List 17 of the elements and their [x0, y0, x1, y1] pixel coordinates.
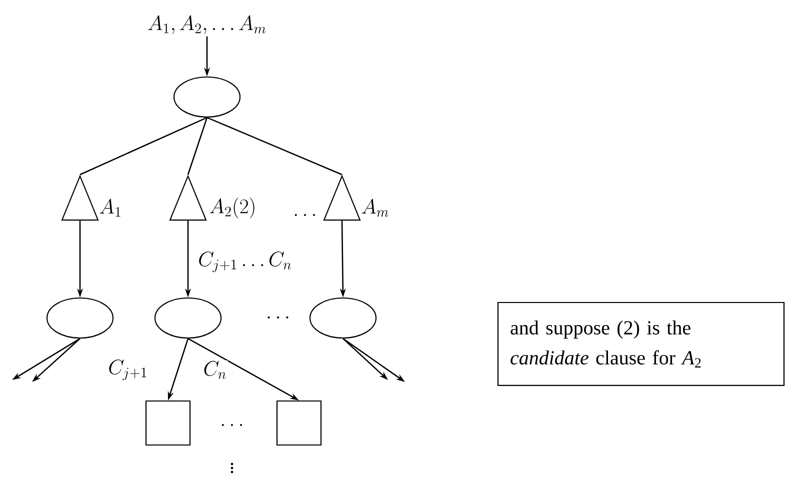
note-box: and suppose (2) is the candidate clause for A$_{2}$ [497, 302, 785, 386]
ellipsis: $\vdots$ [230, 462, 234, 474]
square-node [276, 400, 322, 446]
ellipse-node [154, 297, 222, 339]
formula-label: $A_1,A_2,\ldots A_m$ [148, 15, 266, 34]
ellipse-node [309, 297, 377, 339]
ellipsis: $\cdots$ [268, 316, 288, 319]
edge-label: $C_n$ [202, 360, 228, 380]
node-label: $A_m$ [362, 198, 388, 217]
node-label: $A_1$ [100, 198, 120, 217]
edge-label: $C_{j+1}\ldots C_n$ [197, 250, 293, 274]
ellipsis: $\ldots$ [222, 424, 242, 426]
edge-label: $C_{j+1}$ [107, 358, 149, 382]
square-node [145, 400, 191, 446]
ellipse-node [173, 76, 241, 118]
ellipse-node [46, 297, 114, 339]
node-label: $A_2(2)$ [210, 198, 254, 218]
